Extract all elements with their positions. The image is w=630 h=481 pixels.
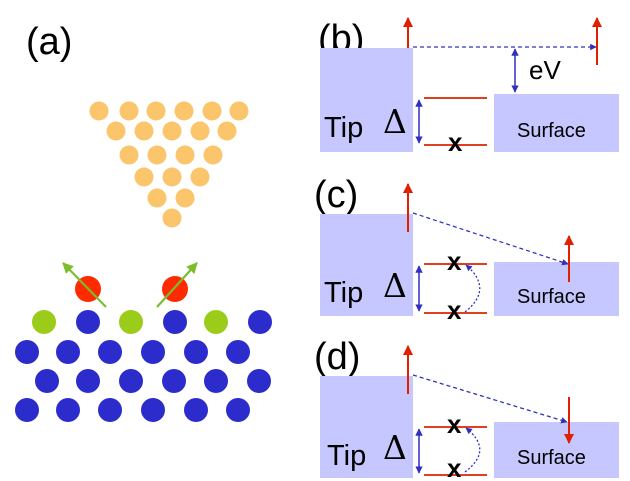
substrate-atom: [184, 398, 208, 422]
substrate-atom: [35, 369, 59, 393]
tip-label: Tip: [324, 277, 363, 309]
green-adatom: [119, 310, 143, 334]
tunneling-arrow: [412, 374, 568, 424]
tip-atom: [217, 121, 237, 141]
bias-ev-label: eV: [529, 55, 561, 85]
tip-atom: [146, 101, 166, 121]
substrate-atom: [226, 340, 250, 364]
tip-atom: [119, 145, 139, 165]
substrate-atom: [248, 310, 272, 334]
substrate-atom: [204, 369, 228, 393]
tip-energy-block: [320, 48, 413, 152]
tip-atom: [147, 145, 167, 165]
substrate-atom: [163, 310, 187, 334]
substrate-atom: [76, 369, 100, 393]
substrate-atom: [184, 340, 208, 364]
tip-atom: [162, 208, 182, 228]
panel-c-label: (c): [314, 174, 358, 216]
surface-label: Surface: [517, 447, 586, 469]
substrate-atom: [226, 398, 250, 422]
substrate-atom: [56, 340, 80, 364]
tip-atom: [162, 167, 182, 187]
green-adatom: [204, 310, 228, 334]
tip-energy-block: [320, 376, 413, 478]
surface-energy-block: [494, 422, 619, 478]
surface-label: Surface: [517, 120, 586, 142]
tip-atom: [119, 101, 139, 121]
surface-energy-block: [494, 94, 619, 152]
tunneling-arrow: [412, 212, 569, 266]
panel-a: (a): [15, 21, 272, 422]
panel-d: (d) Tip Surface Δ x x: [314, 336, 619, 481]
excited-state-x: x: [447, 246, 462, 276]
substrate-atom: [98, 398, 122, 422]
tip-atom: [229, 101, 249, 121]
panel-c: (c) Tip Surface Δ x x: [314, 174, 619, 325]
substrate-lattice: [15, 310, 272, 422]
magnetic-adatoms: [62, 262, 198, 308]
tip-atom: [202, 101, 222, 121]
excited-state-x: x: [447, 409, 462, 439]
delta-symbol: Δ: [383, 428, 407, 467]
spin-arrow: [62, 262, 107, 308]
spin-arrow: [156, 262, 198, 308]
tip-atom: [175, 145, 195, 165]
substrate-atom: [56, 398, 80, 422]
green-adatom: [32, 310, 56, 334]
substrate-atom: [247, 369, 271, 393]
excitation-arrow: [464, 427, 481, 473]
substrate-atom: [15, 398, 39, 422]
tip-atom: [134, 167, 154, 187]
stm-tip-cluster: [89, 101, 249, 228]
tip-atom: [106, 121, 126, 141]
tip-atom: [190, 121, 210, 141]
ground-state-x: x: [447, 295, 462, 325]
excitation-arrow: [464, 264, 481, 313]
delta-symbol: Δ: [383, 266, 407, 305]
tip-atom: [190, 167, 210, 187]
tip-atom: [175, 188, 195, 208]
substrate-atom: [15, 340, 39, 364]
substrate-atom: [141, 340, 165, 364]
tip-atom: [162, 121, 182, 141]
ground-state-x: x: [448, 127, 463, 157]
substrate-atom: [98, 340, 122, 364]
panel-a-label: (a): [26, 21, 72, 63]
substrate-atom: [162, 369, 186, 393]
surface-energy-block: [494, 262, 619, 316]
tip-atom: [134, 121, 154, 141]
tip-label: Tip: [324, 112, 363, 144]
surface-label: Surface: [517, 286, 586, 308]
panel-d-label: (d): [314, 336, 360, 378]
substrate-atom: [76, 310, 100, 334]
tip-label: Tip: [327, 440, 366, 472]
substrate-atom: [119, 369, 143, 393]
ground-state-x: x: [447, 453, 462, 481]
panel-b: (b) Tip Surface Δ eV x: [318, 17, 619, 157]
tip-atom: [203, 145, 223, 165]
substrate-atom: [141, 398, 165, 422]
tip-atom: [89, 101, 109, 121]
tip-atom: [147, 188, 167, 208]
tip-energy-block: [320, 214, 413, 316]
tip-atom: [174, 101, 194, 121]
delta-symbol: Δ: [383, 102, 407, 141]
